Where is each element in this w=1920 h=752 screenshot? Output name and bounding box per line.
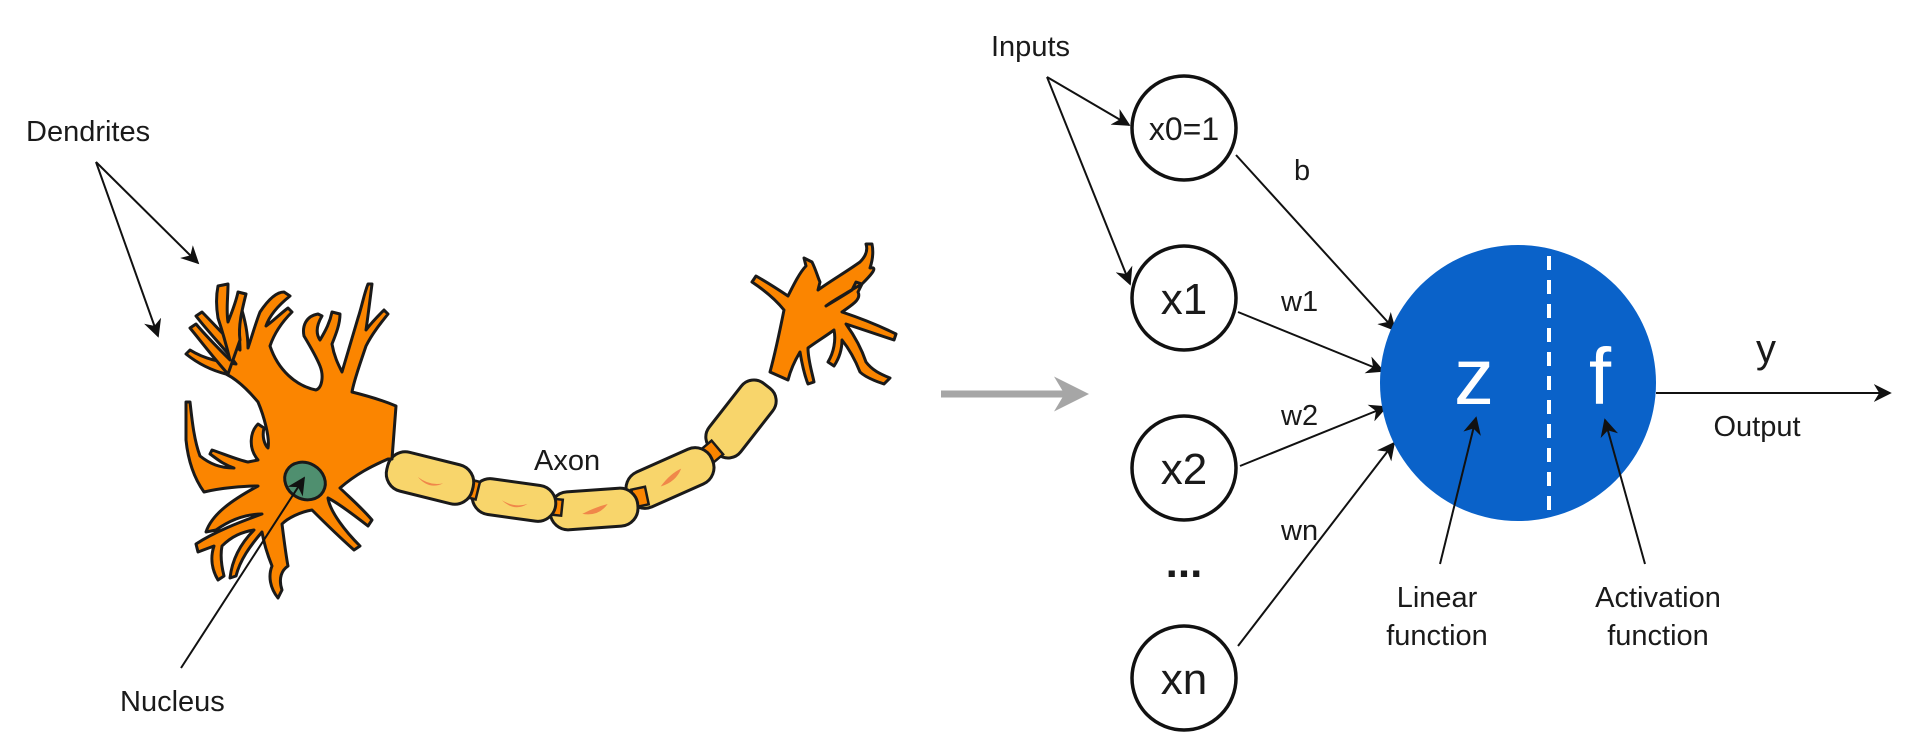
linear-function-label-1: Linear (1397, 582, 1478, 614)
axon (384, 378, 778, 532)
nucleus-label: Nucleus (120, 686, 225, 718)
activation-function-arrow (1600, 418, 1646, 565)
weight-wn: wn (1280, 515, 1318, 547)
biological-neuron: Dendrites (26, 116, 898, 718)
input-node-x2: x2 (1130, 414, 1238, 522)
dendrite-branch (188, 282, 248, 376)
artificial-neuron: Inputs x0=1 x1 x2 ... xn b w1 w2 wn (991, 31, 1892, 732)
inputs-arrow-x1 (1046, 76, 1133, 286)
axon-terminal (750, 242, 898, 386)
dendrites-label: Dendrites (26, 116, 150, 148)
axon-label: Axon (534, 445, 600, 477)
connection-wn (1237, 441, 1396, 647)
input-node-xn-label: xn (1161, 655, 1207, 704)
nucleus-arrow (180, 476, 305, 669)
activation-symbol: f (1589, 332, 1612, 421)
neuron-unit-circle (1380, 245, 1656, 521)
dendrites-arrow-lower (95, 161, 162, 338)
activation-function-label-1: Activation (1595, 582, 1721, 614)
linear-symbol: z (1454, 332, 1494, 421)
inputs-arrow-x0 (1046, 76, 1131, 126)
ellipsis: ... (1166, 538, 1203, 587)
inputs-label: Inputs (991, 31, 1070, 63)
weight-w2: w2 (1280, 400, 1318, 432)
neuron-unit: z f (1380, 245, 1656, 521)
input-node-x1-label: x1 (1161, 275, 1207, 324)
connection-b (1235, 154, 1397, 332)
input-node-x0-label: x0=1 (1149, 111, 1219, 147)
linear-function-arrow (1439, 416, 1481, 565)
input-node-x0: x0=1 (1130, 74, 1238, 182)
cell-body (184, 282, 398, 600)
output-label: Output (1713, 411, 1800, 443)
linear-function-label-2: function (1386, 620, 1488, 652)
connection-w1 (1237, 311, 1385, 374)
input-node-x1: x1 (1130, 244, 1238, 352)
output-symbol: y (1756, 327, 1776, 371)
input-node-x2-label: x2 (1161, 445, 1207, 494)
connection-w2 (1239, 404, 1388, 467)
input-node-xn: xn (1130, 624, 1238, 732)
dendrites-arrow-upper (95, 161, 200, 265)
weight-w1: w1 (1280, 286, 1318, 318)
weight-b: b (1294, 155, 1310, 187)
activation-function-label-2: function (1607, 620, 1709, 652)
